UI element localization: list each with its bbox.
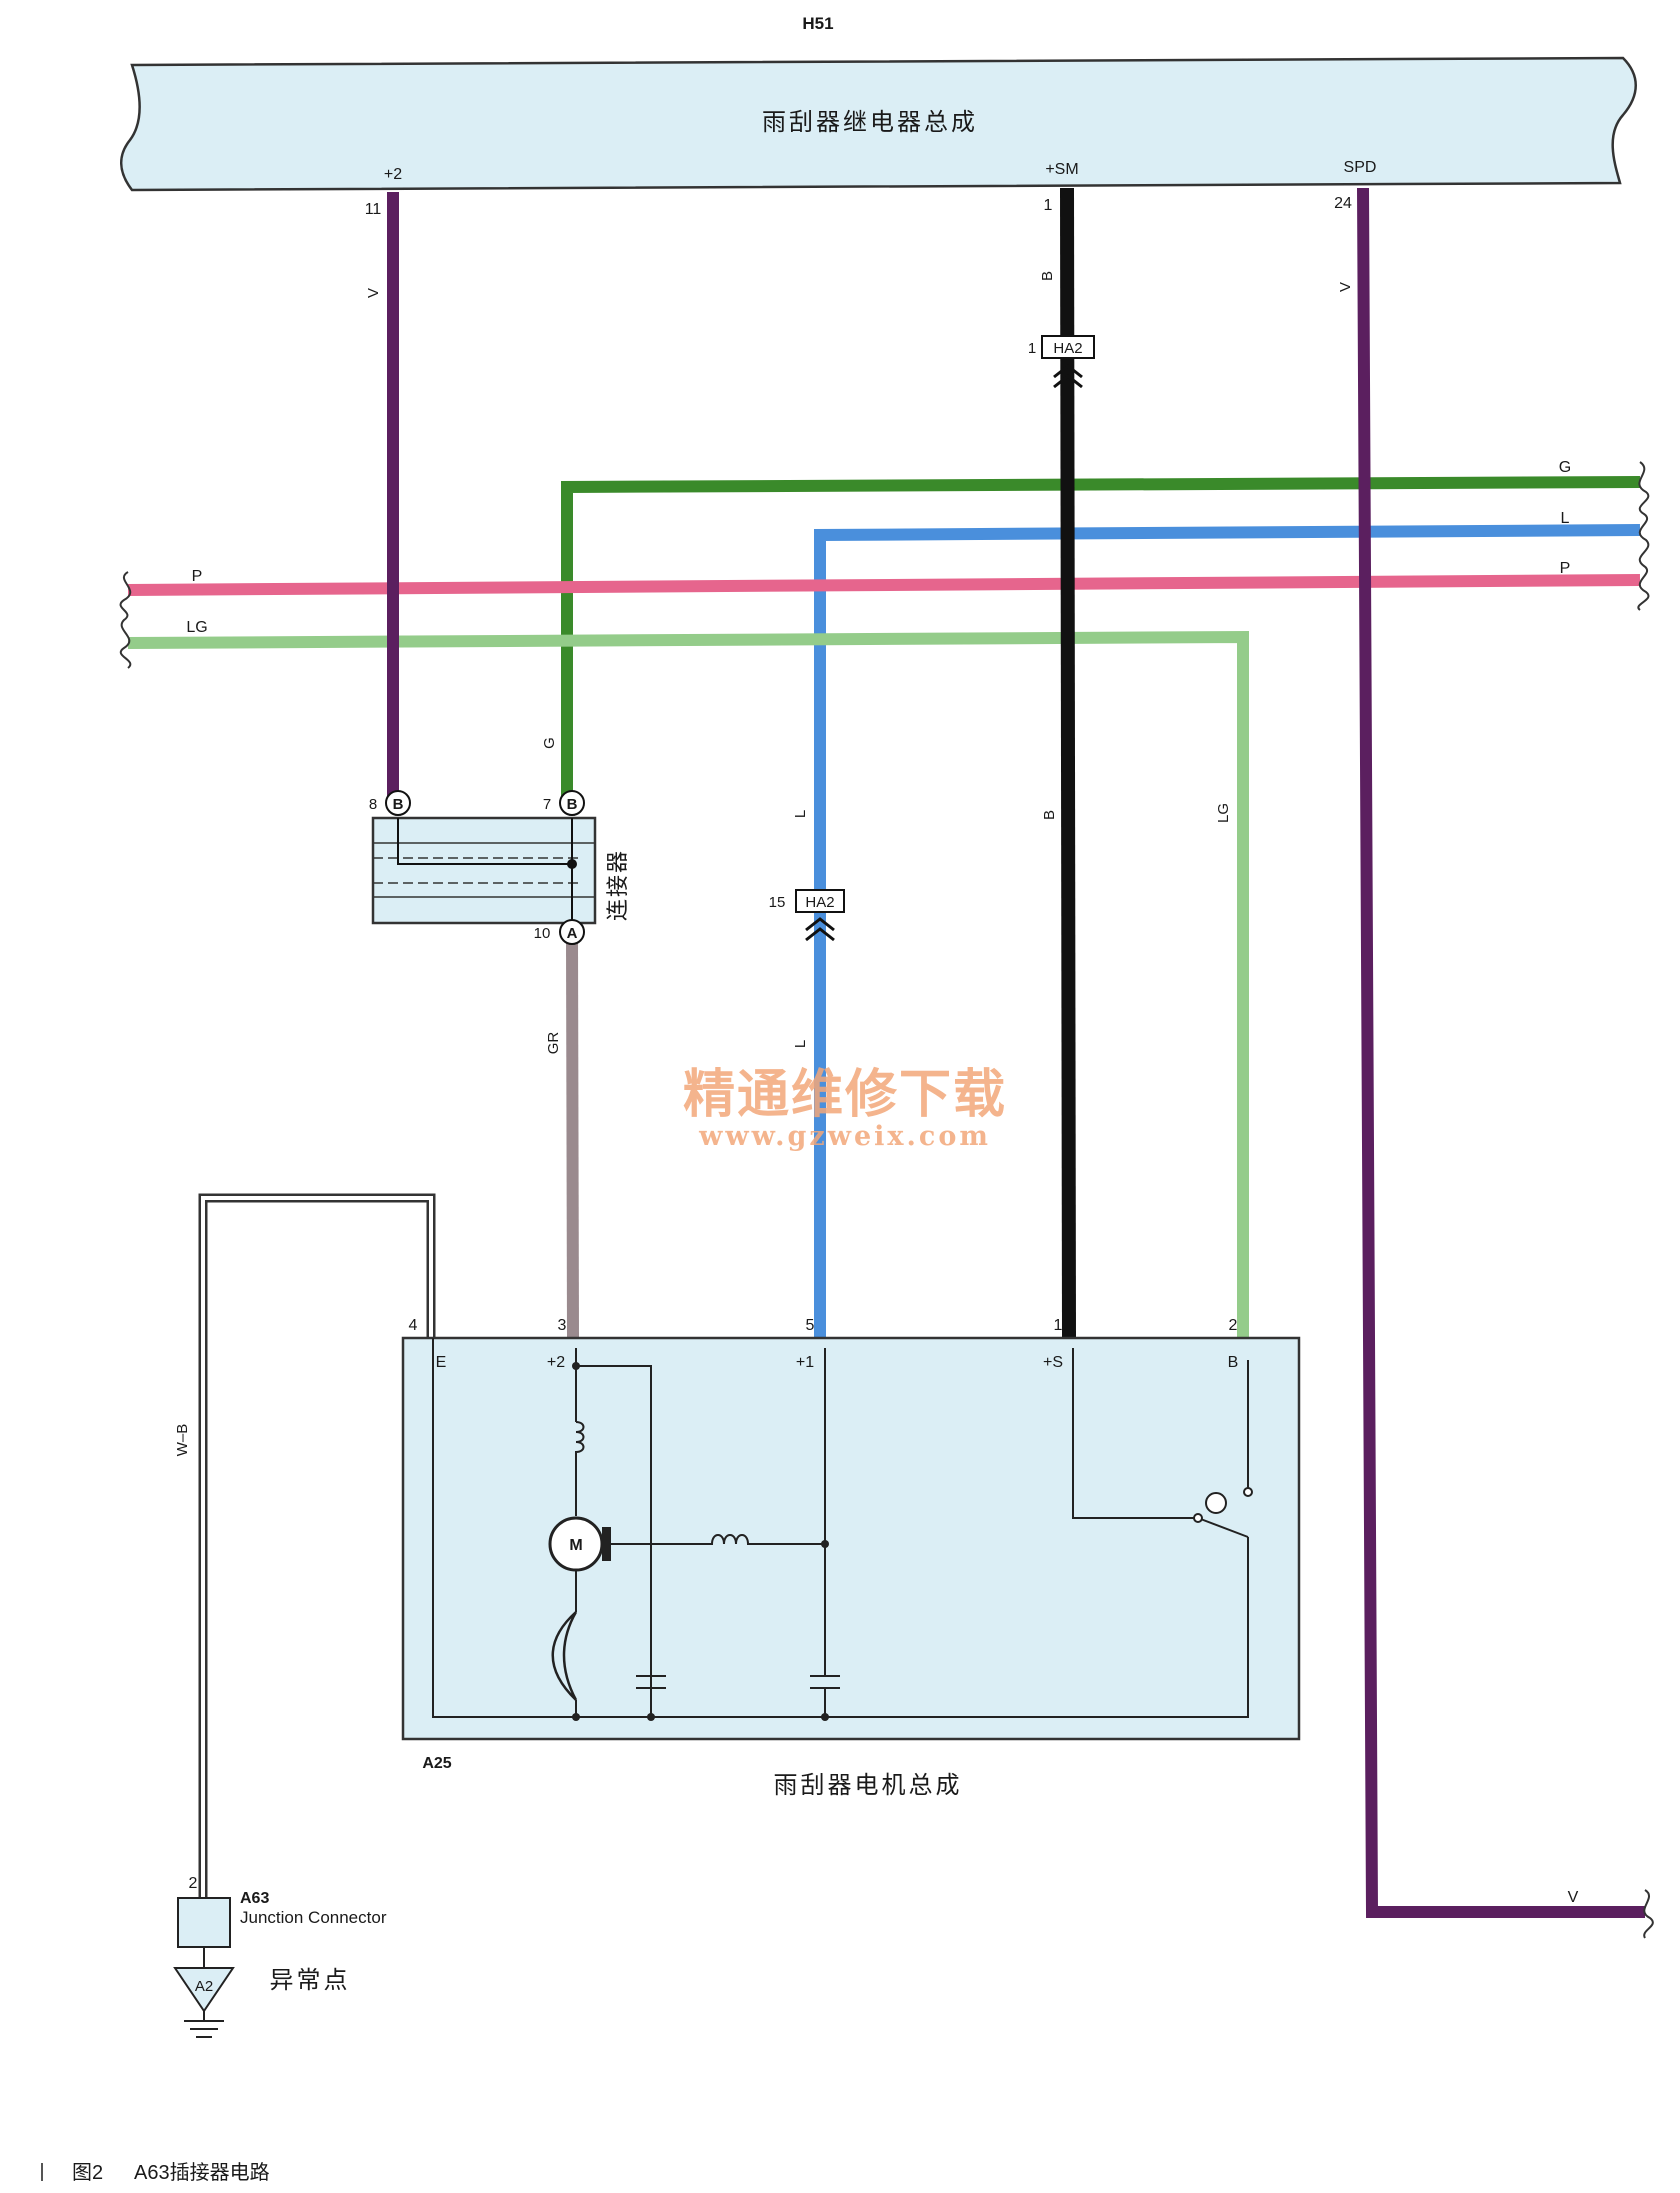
relay-code: H51 bbox=[802, 14, 833, 33]
inline-connector-ha2-blue-pin: 15 bbox=[769, 894, 786, 911]
bus-label-lg-left: LG bbox=[186, 619, 207, 636]
relay-assembly-box bbox=[120, 56, 1637, 192]
wiper-motor-assembly: M bbox=[401, 1336, 1301, 1741]
motor-pin-2-num: 2 bbox=[1229, 1317, 1238, 1334]
wire-label-g-vertical: G bbox=[541, 737, 558, 749]
motor-code: A25 bbox=[422, 1755, 451, 1772]
svg-text:M: M bbox=[569, 1537, 582, 1554]
wire-black-b bbox=[1060, 187, 1076, 1339]
motor-pin-3-num: 3 bbox=[558, 1317, 567, 1334]
motor-pin-plus1-name: +1 bbox=[796, 1354, 814, 1371]
wire-label-l-lower: L bbox=[792, 1040, 809, 1048]
inline-connector-ha2-blue: HA2 15 bbox=[769, 889, 845, 942]
joint-pin-7: 7 bbox=[543, 796, 551, 813]
relay-name: 雨刮器继电器总成 bbox=[762, 108, 978, 136]
ground-point-a2: A2 bbox=[173, 1967, 235, 2038]
motor-name: 雨刮器电机总成 bbox=[774, 1771, 963, 1799]
motor-pin-4-num: 4 bbox=[409, 1317, 418, 1334]
wire-label-l-upper: L bbox=[792, 810, 809, 818]
inline-connector-ha2-black: HA2 1 bbox=[1028, 335, 1095, 389]
motor-pin-b-name: B bbox=[1228, 1354, 1239, 1371]
caption-title: A63插接器电路 bbox=[134, 2161, 270, 2184]
bus-label-v-bottom: V bbox=[1568, 1889, 1579, 1906]
relay-pin-plus2-name: +2 bbox=[384, 166, 402, 183]
bus-label-l-right: L bbox=[1561, 510, 1570, 527]
svg-text:HA2: HA2 bbox=[1053, 340, 1082, 357]
wire-label-lg-vertical: LG bbox=[1215, 803, 1232, 823]
relay-pin-spd-num: 24 bbox=[1334, 195, 1352, 212]
watermark-url: www.gzweix.com bbox=[698, 1121, 991, 1152]
relay-pin-plus2-num: 11 bbox=[365, 201, 382, 218]
joint-pin-8: 8 bbox=[369, 796, 377, 813]
wire-green-g bbox=[561, 476, 1641, 800]
joint-connector: B B A bbox=[371, 790, 597, 945]
motor-pin-5-num: 5 bbox=[806, 1317, 815, 1334]
wire-label-v-left: V bbox=[365, 288, 382, 298]
relay-pin-spd-name: SPD bbox=[1344, 159, 1377, 176]
wire-label-b-mid: B bbox=[1041, 810, 1058, 820]
wire-pink-p bbox=[127, 574, 1641, 596]
junction-name: Junction Connector bbox=[240, 1908, 387, 1927]
watermark-cn: 精通维修下载 bbox=[683, 1064, 1007, 1125]
relay-pin-sm-name: +SM bbox=[1045, 161, 1078, 178]
motor-pin-plus-s-name: +S bbox=[1043, 1354, 1063, 1371]
wire-ground-wb bbox=[198, 1193, 436, 1898]
svg-text:B: B bbox=[567, 796, 578, 813]
caption-figure: 图2 bbox=[72, 2162, 103, 2184]
wire-violet-v-right bbox=[1357, 187, 1645, 1918]
inline-connector-ha2-black-pin: 1 bbox=[1028, 340, 1036, 357]
motor-pin-e-name: E bbox=[436, 1354, 447, 1371]
wire-lightgreen-lg bbox=[127, 630, 1249, 1338]
wire-blue-l bbox=[814, 524, 1641, 1340]
wire-label-wb: W–B bbox=[174, 1424, 191, 1457]
relay-pin-sm-num: 1 bbox=[1044, 197, 1053, 214]
motor-pin-plus2-name: +2 bbox=[547, 1354, 565, 1371]
field-coil bbox=[575, 1421, 585, 1516]
svg-text:B: B bbox=[393, 796, 404, 813]
wire-label-gr: GR bbox=[545, 1032, 562, 1055]
fault-note: 异常点 bbox=[270, 1966, 351, 1994]
wire-label-b-top: B bbox=[1039, 271, 1056, 281]
bus-label-p-right: P bbox=[1560, 560, 1571, 577]
wire-break-marks bbox=[119, 461, 1654, 1939]
wire-label-v-right: V bbox=[1337, 282, 1354, 292]
bus-label-p-left: P bbox=[192, 568, 203, 585]
junction-code: A63 bbox=[240, 1890, 269, 1907]
svg-text:A2: A2 bbox=[195, 1978, 213, 1995]
junction-pin: 2 bbox=[189, 1875, 198, 1892]
joint-connector-name: 连接器 bbox=[606, 849, 631, 921]
joint-pin-10: 10 bbox=[534, 925, 551, 942]
cam-switch bbox=[1197, 1360, 1249, 1538]
motor-pin-1-num: 1 bbox=[1054, 1317, 1063, 1334]
junction-connector-a63 bbox=[177, 1897, 231, 1948]
wire-gray-gr bbox=[566, 937, 579, 1339]
circuit-breaker bbox=[551, 1611, 578, 1701]
svg-text:A: A bbox=[567, 925, 578, 942]
bus-label-g-right: G bbox=[1559, 459, 1571, 476]
svg-text:HA2: HA2 bbox=[805, 894, 834, 911]
